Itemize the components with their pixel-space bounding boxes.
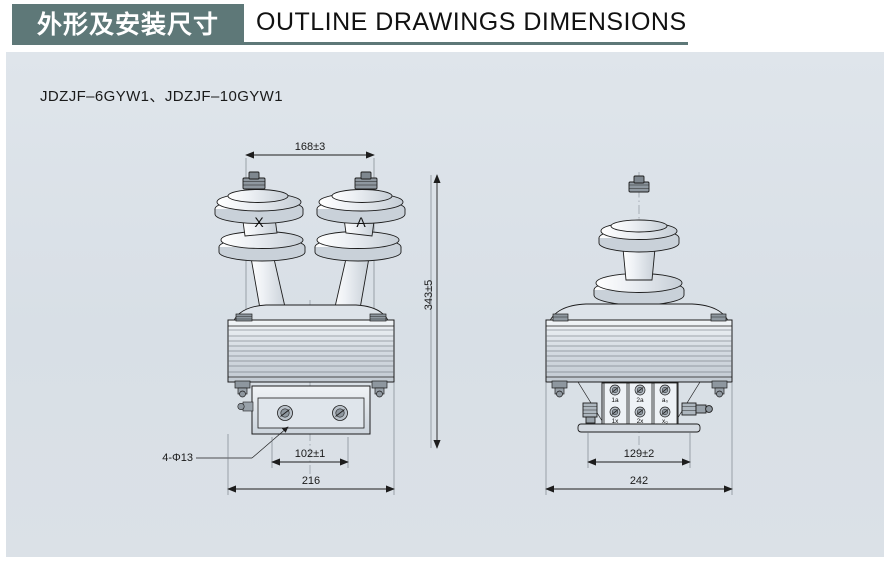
chinese-title: 外形及安装尺寸 xyxy=(36,10,219,39)
drawing-panel xyxy=(6,52,884,557)
chinese-title-banner: 外形及安装尺寸 xyxy=(12,4,244,42)
header-divider xyxy=(12,42,688,45)
english-title: OUTLINE DRAWINGS DIMENSIONS xyxy=(256,8,687,36)
page-header: 外形及安装尺寸 OUTLINE DRAWINGS DIMENSIONS xyxy=(0,0,890,48)
model-number-label: JDZJF–6GYW1、JDZJF–10GYW1 xyxy=(40,88,283,105)
